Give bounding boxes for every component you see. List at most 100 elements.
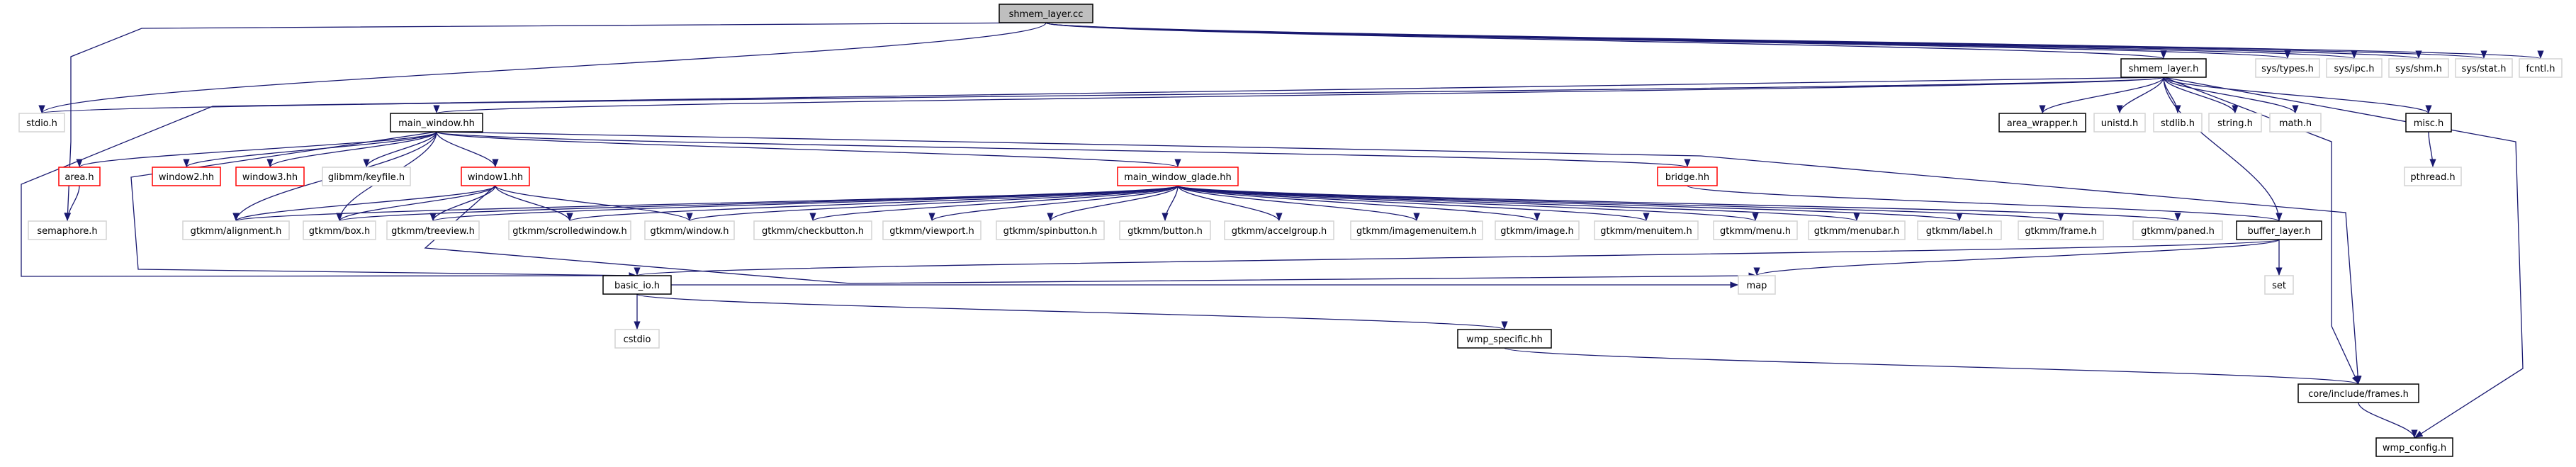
node-gtk_paned[interactable]: gtkmm/paned.h bbox=[2132, 220, 2223, 240]
node-misc_h[interactable]: misc.h bbox=[2405, 113, 2452, 133]
node-box bbox=[2120, 58, 2207, 78]
node-string_h[interactable]: string.h bbox=[2208, 113, 2262, 133]
node-box bbox=[882, 220, 982, 240]
node-basic_io[interactable]: basic_io.h bbox=[602, 275, 672, 295]
node-area_wrapper[interactable]: area_wrapper.h bbox=[1998, 113, 2086, 133]
node-gtk_treeview[interactable]: gtkmm/treeview.h bbox=[386, 220, 480, 240]
dependency-edges bbox=[21, 22, 2543, 439]
edge-main_window_hh-to-window3 bbox=[266, 131, 437, 168]
node-label: core/include/frames.h bbox=[2308, 389, 2409, 400]
node-label: window3.hh bbox=[242, 172, 298, 183]
node-label: stdlib.h bbox=[2161, 118, 2195, 129]
node-box bbox=[1594, 220, 1699, 240]
node-label: gtkmm/menubar.h bbox=[1814, 226, 1899, 237]
node-math_h[interactable]: math.h bbox=[2269, 113, 2322, 133]
node-bridge[interactable]: bridge.hh bbox=[1657, 167, 1718, 186]
node-window2[interactable]: window2.hh bbox=[152, 167, 221, 186]
node-gtk_box[interactable]: gtkmm/box.h bbox=[303, 220, 376, 240]
node-area_h[interactable]: area.h bbox=[58, 167, 101, 186]
node-label: sys/shm.h bbox=[2395, 64, 2442, 74]
node-box bbox=[2297, 383, 2419, 403]
node-box bbox=[18, 113, 65, 133]
edge-shmem_layer_cc-to-stdio bbox=[38, 22, 1047, 114]
edge-shmem_layer_h-to-stdio bbox=[40, 77, 2164, 114]
node-label: semaphore.h bbox=[37, 226, 97, 237]
node-fcntl[interactable]: fcntl.h bbox=[2519, 58, 2563, 78]
edge-buffer_layer-to-map bbox=[1753, 239, 2280, 276]
edge-shmem_layer_cc-to-sys_ipc bbox=[1045, 22, 2357, 60]
edge-misc_h-to-pthread bbox=[2428, 131, 2436, 168]
node-stdio[interactable]: stdio.h bbox=[18, 113, 65, 133]
node-window3[interactable]: window3.hh bbox=[235, 167, 305, 186]
node-box bbox=[1738, 275, 1776, 295]
node-gtk_frame[interactable]: gtkmm/frame.h bbox=[2018, 220, 2104, 240]
node-gtk_label[interactable]: gtkmm/label.h bbox=[1917, 220, 2002, 240]
node-label: gtkmm/menu.h bbox=[1720, 226, 1791, 237]
node-box bbox=[614, 329, 660, 349]
node-sys_ipc[interactable]: sys/ipc.h bbox=[2326, 58, 2383, 78]
node-gtk_spinbutton[interactable]: gtkmm/spinbutton.h bbox=[996, 220, 1105, 240]
node-wmp_specific[interactable]: wmp_specific.hh bbox=[1457, 329, 1552, 349]
node-gtk_button[interactable]: gtkmm/button.h bbox=[1119, 220, 1211, 240]
edge-buffer_layer-to-basic_io bbox=[634, 239, 2280, 276]
edge-window1-to-gtk_alignment bbox=[232, 185, 496, 222]
node-stdlib[interactable]: stdlib.h bbox=[2153, 113, 2203, 133]
edge-main_window_glade-to-gtk_treeview bbox=[430, 185, 1179, 222]
node-gtk_viewport[interactable]: gtkmm/viewport.h bbox=[882, 220, 982, 240]
node-gtk_image[interactable]: gtkmm/image.h bbox=[1495, 220, 1580, 240]
node-glibmm_keyfile[interactable]: glibmm/keyfile.h bbox=[322, 167, 411, 186]
edge-shmem_layer_h-to-area_wrapper bbox=[2039, 77, 2164, 114]
node-label: sys/ipc.h bbox=[2334, 64, 2374, 74]
node-cstdio[interactable]: cstdio bbox=[614, 329, 660, 349]
node-wmp_config[interactable]: wmp_config.h bbox=[2375, 437, 2453, 457]
edge-main_window_hh-to-bridge bbox=[436, 131, 1690, 168]
edge-wmp_specific-to-core_frames bbox=[1504, 347, 2361, 385]
edge-main_window_glade-to-gtk_window bbox=[686, 185, 1179, 222]
node-label: wmp_specific.hh bbox=[1466, 334, 1543, 345]
node-buffer_layer[interactable]: buffer_layer.h bbox=[2236, 220, 2322, 240]
node-box bbox=[2132, 220, 2223, 240]
node-box bbox=[1998, 113, 2086, 133]
node-box bbox=[2236, 220, 2322, 240]
node-label: unistd.h bbox=[2101, 118, 2139, 129]
node-label: string.h bbox=[2217, 118, 2253, 129]
node-shmem_layer_h[interactable]: shmem_layer.h bbox=[2120, 58, 2207, 78]
node-gtk_window[interactable]: gtkmm/window.h bbox=[644, 220, 735, 240]
node-gtk_menu[interactable]: gtkmm/menu.h bbox=[1713, 220, 1798, 240]
node-label: gtkmm/menuitem.h bbox=[1600, 226, 1692, 237]
node-set[interactable]: set bbox=[2264, 275, 2294, 295]
node-label: gtkmm/treeview.h bbox=[391, 226, 475, 237]
node-box bbox=[2018, 220, 2104, 240]
node-map[interactable]: map bbox=[1738, 275, 1776, 295]
node-sys_stat[interactable]: sys/stat.h bbox=[2455, 58, 2513, 78]
node-gtk_menuitem[interactable]: gtkmm/menuitem.h bbox=[1594, 220, 1699, 240]
node-shmem_layer_cc[interactable]: shmem_layer.cc bbox=[999, 4, 1093, 23]
node-box bbox=[2375, 437, 2453, 457]
node-label: area.h bbox=[64, 172, 94, 183]
edge-shmem_layer_h-to-string_h bbox=[2163, 77, 2239, 114]
node-pthread[interactable]: pthread.h bbox=[2404, 167, 2462, 186]
edge-main_window_glade-to-gtk_menu bbox=[1177, 185, 1759, 222]
node-sys_shm[interactable]: sys/shm.h bbox=[2388, 58, 2449, 78]
node-box bbox=[1224, 220, 1334, 240]
node-core_frames[interactable]: core/include/frames.h bbox=[2297, 383, 2419, 403]
node-unistd[interactable]: unistd.h bbox=[2093, 113, 2146, 133]
node-box bbox=[235, 167, 305, 186]
node-semaphore[interactable]: semaphore.h bbox=[28, 220, 107, 240]
node-label: misc.h bbox=[2414, 118, 2444, 129]
node-gtk_scrolled[interactable]: gtkmm/scrolledwindow.h bbox=[508, 220, 631, 240]
edge-main_window_hh-to-core_frames bbox=[436, 131, 2361, 385]
node-gtk_accelgroup[interactable]: gtkmm/accelgroup.h bbox=[1224, 220, 1334, 240]
edge-shmem_layer_h-to-basic_io bbox=[21, 77, 2164, 279]
node-window1[interactable]: window1.hh bbox=[461, 167, 530, 186]
node-box bbox=[2208, 113, 2262, 133]
node-gtk_imagemenuitem[interactable]: gtkmm/imagemenuitem.h bbox=[1350, 220, 1483, 240]
node-gtk_menubar[interactable]: gtkmm/menubar.h bbox=[1808, 220, 1906, 240]
edge-shmem_layer_h-to-buffer_layer bbox=[2163, 77, 2283, 222]
node-sys_types[interactable]: sys/types.h bbox=[2255, 58, 2320, 78]
node-gtk_alignment[interactable]: gtkmm/alignment.h bbox=[182, 220, 290, 240]
node-gtk_checkbutton[interactable]: gtkmm/checkbutton.h bbox=[753, 220, 872, 240]
node-main_window_hh[interactable]: main_window.hh bbox=[390, 113, 483, 133]
node-main_window_glade[interactable]: main_window_glade.hh bbox=[1117, 167, 1239, 186]
